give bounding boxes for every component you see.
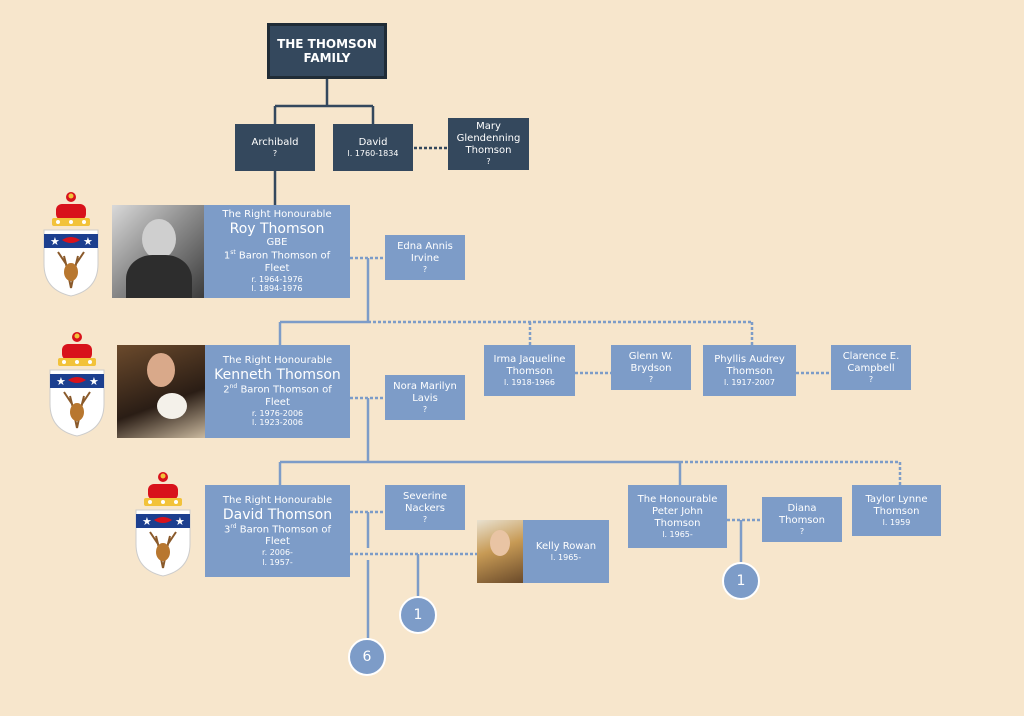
person-severine-nackers[interactable]: Severine Nackers ?	[385, 485, 465, 530]
person-diana-thomson[interactable]: Diana Thomson ?	[762, 497, 842, 542]
person-dates: l. 1957-	[262, 557, 293, 567]
person-dates: l. 1894-1976	[251, 284, 303, 294]
svg-text:★: ★	[175, 515, 185, 528]
children-count-badge[interactable]: 1	[722, 562, 760, 600]
person-dates: ?	[272, 148, 278, 158]
coat-of-arms-icon: ★★	[135, 472, 191, 577]
person-irma-thomson[interactable]: Irma Jaqueline Thomson l. 1918-1966	[484, 345, 575, 396]
peerage-title: 3rd Baron Thomson of	[223, 522, 332, 536]
reign-dates: r. 1976-2006	[251, 408, 304, 418]
person-name: Kelly Rowan	[535, 540, 597, 552]
reign-dates: r. 2006-	[262, 548, 293, 558]
children-count-badge[interactable]: 1	[399, 596, 437, 634]
coat-of-arms-icon: ★★	[43, 192, 99, 297]
svg-text:★: ★	[142, 515, 152, 528]
family-title-line1: THE THOMSON	[277, 36, 377, 51]
person-dates: ?	[868, 374, 874, 384]
person-name: Roy Thomson	[229, 221, 325, 238]
person-name-line1: Nora Marilyn	[393, 380, 457, 392]
person-name-line2: Glendenning	[456, 133, 521, 145]
person-david-thomson-3rd[interactable]: The Right Honourable David Thomson 3rd B…	[205, 485, 350, 577]
person-name-line3: Thomson	[465, 145, 512, 157]
person-name-line2: Peter John	[652, 505, 703, 517]
person-dates: l. 1923-2006	[252, 418, 303, 428]
person-name-line1: Edna Annis	[397, 240, 453, 252]
person-name-line1: Phyllis Audrey	[714, 353, 785, 365]
person-name-line1: The Honourable	[637, 493, 718, 505]
peerage-title: 2nd Baron Thomson of	[223, 383, 332, 396]
person-dates: ?	[422, 514, 428, 524]
person-mary-glendenning[interactable]: Mary Glendenning Thomson ?	[448, 118, 529, 170]
person-roy-thomson[interactable]: The Right Honourable Roy Thomson GBE 1st…	[112, 205, 350, 298]
person-name: David	[358, 136, 388, 148]
person-name-line2: Lavis	[412, 392, 438, 404]
person-name-line1: Mary	[476, 121, 501, 133]
person-name-line1: Glenn W.	[628, 350, 674, 362]
person-dates: l. 1760-1834	[347, 148, 399, 158]
person-peter-thomson[interactable]: The Honourable Peter John Thomson l. 196…	[628, 485, 727, 548]
reign-dates: r. 1964-1976	[251, 274, 303, 284]
person-dates: ?	[799, 526, 805, 536]
person-name-line2: Thomson	[506, 365, 553, 377]
svg-text:★: ★	[83, 235, 93, 248]
person-name-line1: Diana	[787, 502, 817, 514]
portrait-photo	[112, 205, 204, 298]
peerage-title: 1st Baron Thomson of	[223, 249, 331, 262]
person-kenneth-thomson[interactable]: The Right Honourable Kenneth Thomson 2nd…	[117, 345, 350, 438]
person-name-line1: Irma Jaqueline	[493, 353, 566, 365]
person-name-line1: Severine	[403, 490, 447, 502]
person-name-line1: Clarence E.	[842, 350, 900, 362]
person-name-line3: Thomson	[654, 517, 701, 529]
person-edna-irvine[interactable]: Edna Annis Irvine ?	[385, 235, 465, 280]
portrait-photo	[117, 345, 205, 438]
person-name-line1: Taylor Lynne	[865, 493, 928, 505]
person-dates: l. 1918-1966	[504, 377, 555, 387]
person-name: Archibald	[251, 136, 299, 148]
coat-of-arms-icon: ★★	[49, 332, 105, 437]
person-dates: ?	[648, 374, 654, 384]
svg-text:★: ★	[56, 375, 66, 388]
person-name-line2: Nackers	[404, 502, 445, 514]
children-count-badge[interactable]: 6	[348, 638, 386, 676]
person-phyllis-thomson[interactable]: Phyllis Audrey Thomson l. 1917-2007	[703, 345, 796, 396]
person-dates: l. 1959	[882, 517, 911, 527]
person-glenn-brydson[interactable]: Glenn W. Brydson ?	[611, 345, 691, 390]
honorific: The Right Honourable	[222, 494, 333, 506]
person-dates: ?	[486, 157, 491, 167]
person-dates: l. 1965-	[662, 529, 693, 539]
honorific: The Right Honourable	[222, 209, 332, 221]
person-nora-lavis[interactable]: Nora Marilyn Lavis ?	[385, 375, 465, 420]
peerage-title-line2: Fleet	[265, 396, 290, 408]
person-dates: ?	[422, 404, 428, 414]
family-title-box: THE THOMSON FAMILY	[267, 23, 387, 79]
honorific: The Right Honourable	[222, 355, 333, 367]
person-name-line2: Irvine	[410, 252, 440, 264]
person-archibald[interactable]: Archibald ?	[235, 124, 315, 171]
person-name: Kenneth Thomson	[214, 367, 341, 384]
svg-text:★: ★	[89, 375, 99, 388]
peerage-title-line2: Fleet	[264, 262, 290, 274]
person-dates: l. 1917-2007	[724, 377, 775, 387]
portrait-photo	[477, 520, 523, 583]
person-david-1760[interactable]: David l. 1760-1834	[333, 124, 413, 171]
person-taylor-thomson[interactable]: Taylor Lynne Thomson l. 1959	[852, 485, 941, 536]
person-kelly-rowan[interactable]: Kelly Rowan l. 1965-	[477, 520, 609, 583]
person-name-line2: Thomson	[873, 505, 920, 517]
family-title-line2: FAMILY	[303, 51, 351, 65]
person-dates: l. 1965-	[550, 552, 582, 562]
svg-text:★: ★	[50, 235, 60, 248]
peerage-title-line2: Fleet	[265, 536, 290, 548]
award: GBE	[266, 237, 288, 249]
person-name-line2: Campbell	[847, 362, 895, 374]
person-clarence-campbell[interactable]: Clarence E. Campbell ?	[831, 345, 911, 390]
person-dates: ?	[422, 264, 428, 274]
person-name-line2: Brydson	[630, 362, 672, 374]
person-name: David Thomson	[222, 506, 333, 523]
person-name-line2: Thomson	[779, 514, 825, 526]
person-name-line2: Thomson	[726, 365, 773, 377]
